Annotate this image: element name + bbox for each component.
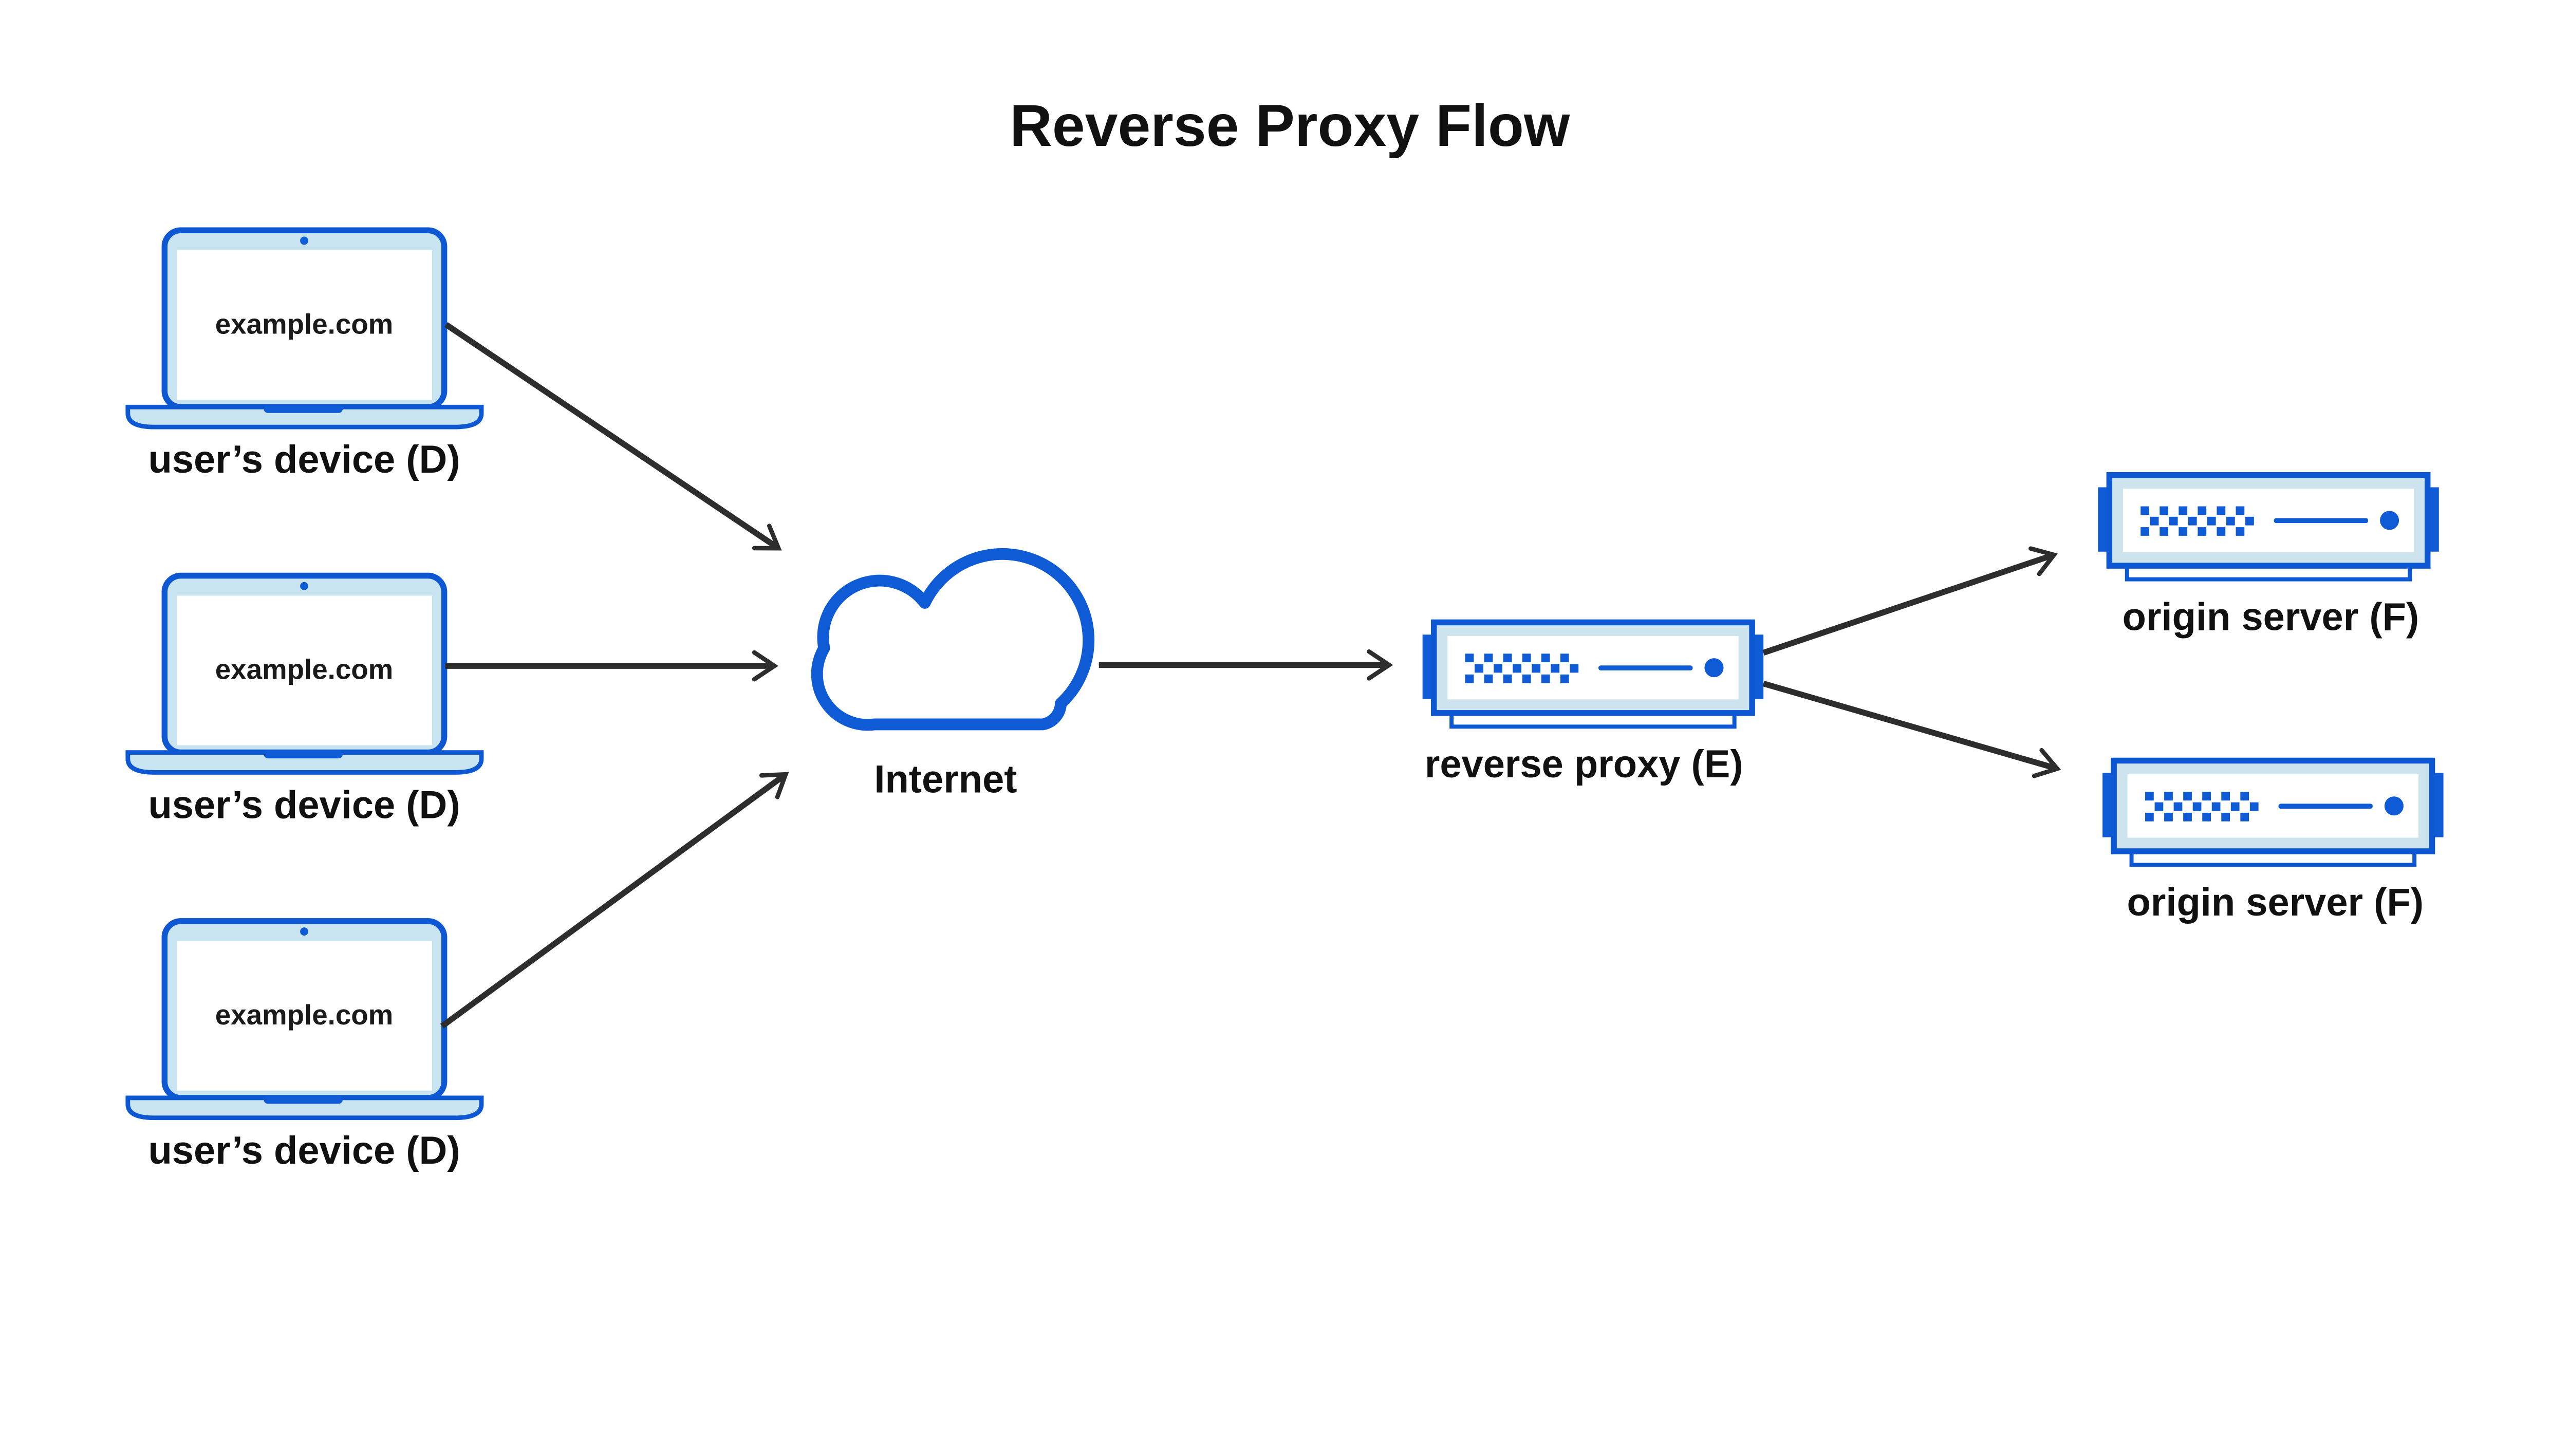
arrow-device-3-to-internet (440, 772, 789, 1029)
arrow-device-1-to-internet (444, 322, 782, 551)
server-icon (2098, 475, 2438, 580)
origin-server-1-node: origin server (F) (2098, 475, 2438, 639)
device-2-screen-url: example.com (215, 654, 394, 685)
device-1-screen-url: example.com (215, 308, 394, 340)
reverse-proxy-label: reverse proxy (E) (1425, 742, 1743, 786)
origin-server-1-label: origin server (F) (2123, 595, 2419, 639)
diagram-canvas: Reverse Proxy Flow example.com user’s de… (0, 93, 2569, 1172)
origin-server-2-label: origin server (F) (2127, 881, 2424, 924)
arrow-reverse-proxy-to-origin-1 (1762, 546, 2058, 656)
internet-label: Internet (874, 757, 1017, 801)
cloud-icon (811, 548, 1095, 731)
device-1-node: example.com user’s device (D) (128, 230, 481, 481)
origin-server-2-node: origin server (F) (2102, 760, 2443, 924)
reverse-proxy-node: reverse proxy (E) (1423, 622, 1763, 786)
page-title: Reverse Proxy Flow (1010, 93, 1570, 159)
device-3-screen-url: example.com (215, 999, 394, 1031)
server-icon (2102, 760, 2443, 865)
internet-node: Internet (811, 548, 1095, 801)
server-icon (1423, 622, 1763, 726)
device-3-label: user’s device (D) (148, 1129, 460, 1172)
device-2-label: user’s device (D) (148, 783, 460, 827)
device-2-node: example.com user’s device (D) (128, 576, 481, 827)
device-3-node: example.com user’s device (D) (128, 921, 481, 1172)
device-1-label: user’s device (D) (148, 438, 460, 481)
reverse-proxy-flow-diagram: Reverse Proxy Flow example.com user’s de… (0, 93, 2569, 1172)
arrow-reverse-proxy-to-origin-2 (1762, 680, 2061, 778)
